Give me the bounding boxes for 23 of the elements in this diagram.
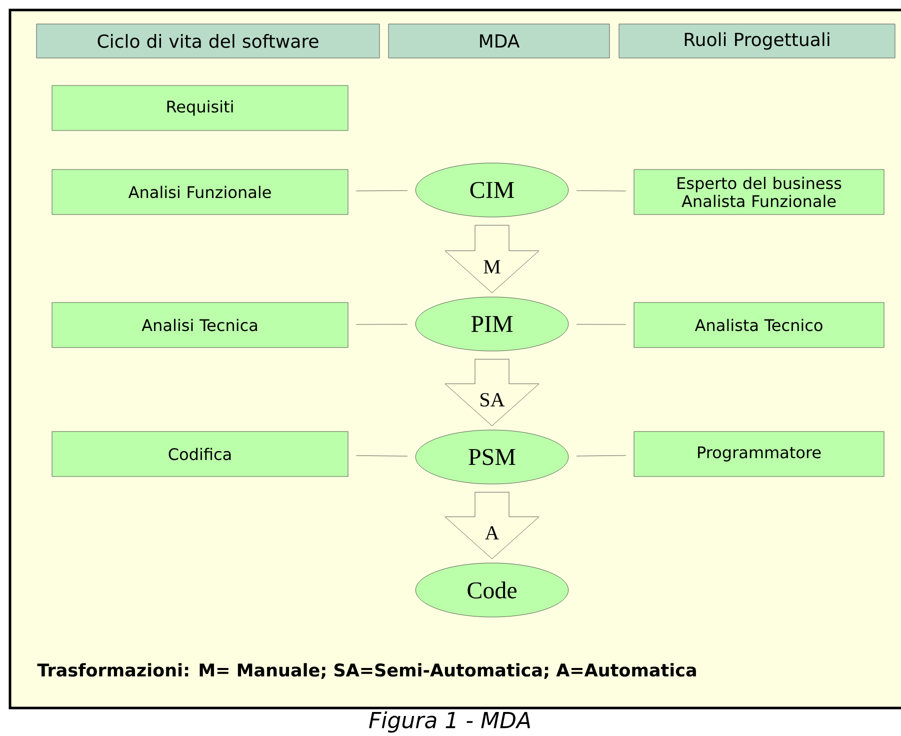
connector-line bbox=[576, 190, 626, 192]
column-header: Ciclo di vita del software bbox=[36, 24, 380, 58]
process-box: Analista Tecnico bbox=[634, 302, 884, 348]
process-box: Requisiti bbox=[52, 85, 348, 131]
connector-line bbox=[356, 190, 408, 192]
column-header: Ruoli Progettuali bbox=[618, 24, 896, 58]
legend-note: Trasformazioni: M= Manuale; SA=Semi-Automatica; A=Automatica bbox=[37, 663, 696, 679]
connector-line bbox=[576, 324, 626, 325]
process-box: Programmatore bbox=[634, 431, 884, 477]
column-header: MDA bbox=[388, 24, 610, 58]
edge-label: A bbox=[484, 525, 500, 540]
block-arrow bbox=[444, 225, 540, 293]
block-arrow bbox=[444, 492, 540, 559]
connector-line bbox=[576, 455, 626, 456]
process-box: Analisi Tecnica bbox=[52, 302, 348, 348]
edge-label: M bbox=[482, 259, 502, 274]
caption: Figura 1 - MDA bbox=[369, 711, 530, 733]
connector-line bbox=[356, 455, 408, 456]
process-box: Codifica bbox=[52, 431, 348, 477]
process-box: Esperto del business Analista Funzionale bbox=[634, 169, 884, 215]
edge-label: SA bbox=[478, 392, 506, 408]
process-box: Analisi Funzionale bbox=[52, 169, 348, 215]
connector-line bbox=[356, 324, 408, 325]
